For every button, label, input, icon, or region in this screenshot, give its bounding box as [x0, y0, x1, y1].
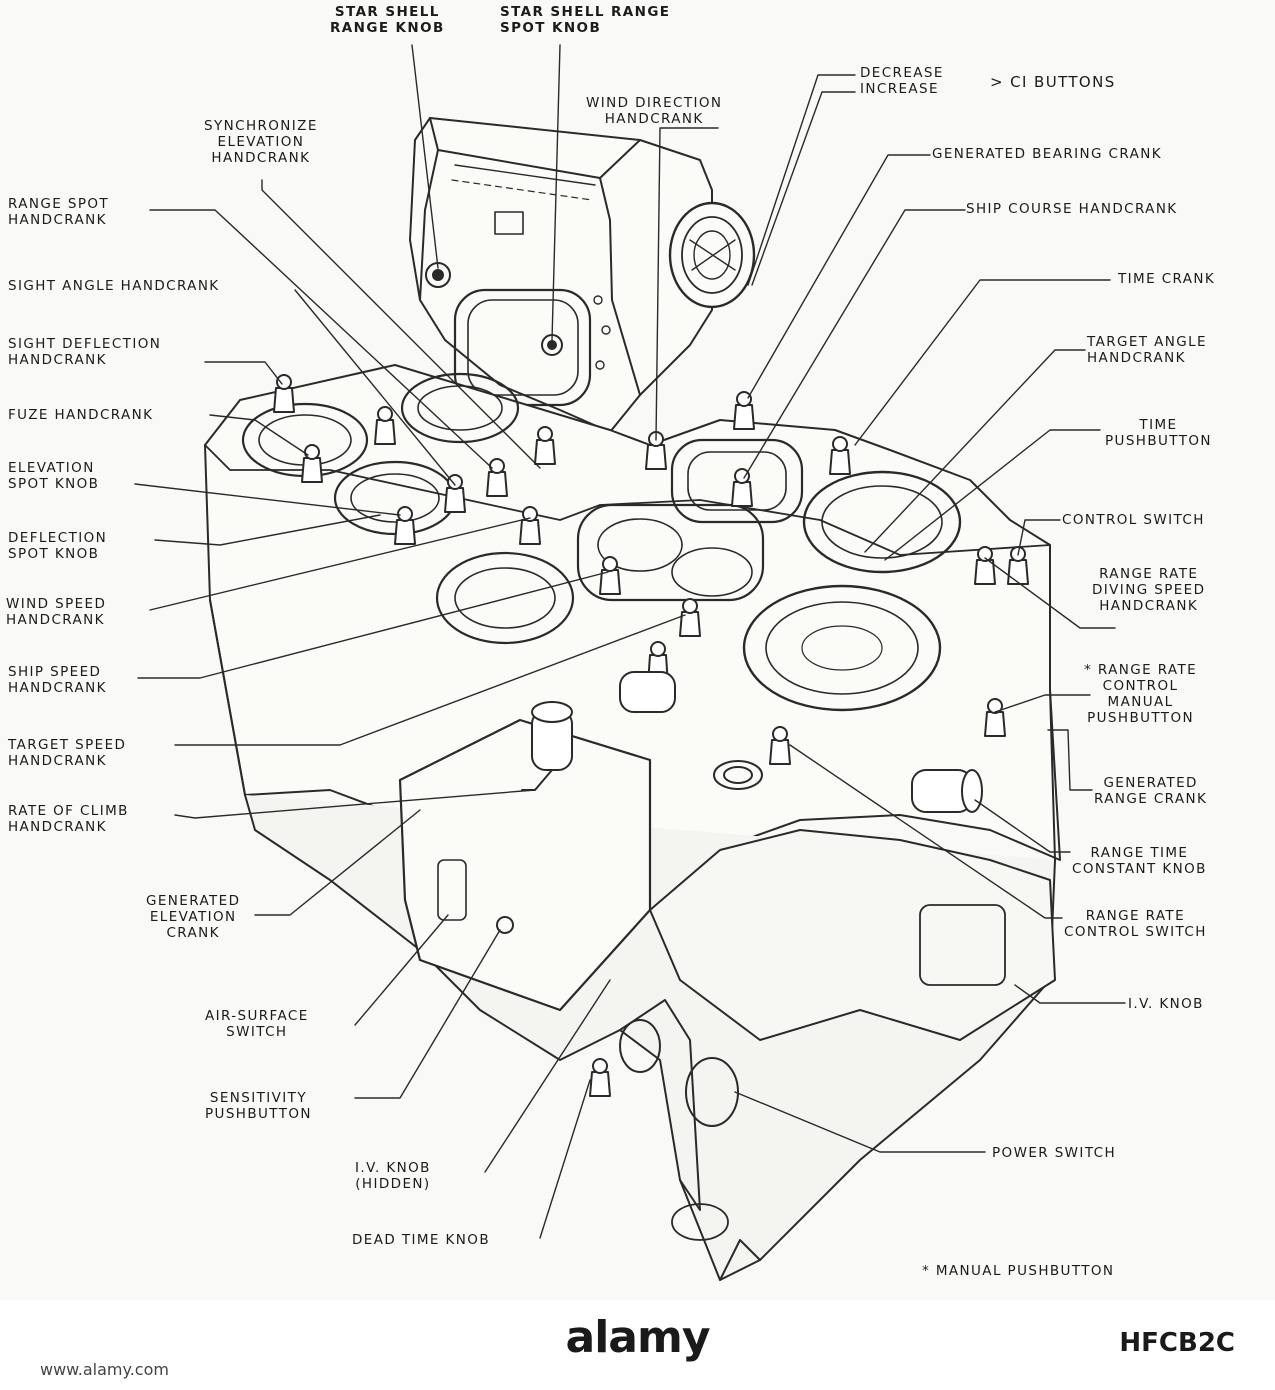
- leader-lines: [134, 44, 1126, 1239]
- label-iv-knob-hidden: I.V. KNOB (HIDDEN): [355, 1160, 431, 1192]
- label-synchronize-elevation-handcrank: SYNCHRONIZE ELEVATION HANDCRANK: [204, 118, 318, 166]
- label-ship-course-handcrank: SHIP COURSE HANDCRANK: [966, 201, 1178, 217]
- label-range-rate-diving-speed-handcrank: RANGE RATE DIVING SPEED HANDCRANK: [1092, 566, 1206, 614]
- label-sight-angle-handcrank: SIGHT ANGLE HANDCRANK: [8, 278, 220, 294]
- label-target-speed-handcrank: TARGET SPEED HANDCRANK: [8, 737, 127, 769]
- label-time-pushbutton: TIME PUSHBUTTON: [1105, 417, 1212, 449]
- label-elevation-spot-knob: ELEVATION SPOT KNOB: [8, 460, 100, 492]
- label-wind-speed-handcrank: WIND SPEED HANDCRANK: [6, 596, 107, 628]
- label-range-time-constant-knob: RANGE TIME CONSTANT KNOB: [1072, 845, 1207, 877]
- label-sight-deflection-handcrank: SIGHT DEFLECTION HANDCRANK: [8, 336, 162, 368]
- label-generated-bearing-crank: GENERATED BEARING CRANK: [932, 146, 1162, 162]
- knobs: [273, 374, 1029, 1097]
- label-time-crank: TIME CRANK: [1118, 271, 1216, 287]
- label-wind-direction-handcrank: WIND DIRECTION HANDCRANK: [586, 95, 723, 127]
- label-range-rate-control-manual-pushbutton: * RANGE RATE CONTROL MANUAL PUSHBUTTON: [1084, 662, 1198, 726]
- label-star-shell-range-spot-knob: STAR SHELL RANGE SPOT KNOB: [500, 4, 671, 36]
- label-iv-knob: I.V. KNOB: [1128, 996, 1204, 1012]
- watermark-footer: alamy HFCB2C www.alamy.com: [0, 1300, 1275, 1390]
- label-ship-speed-handcrank: SHIP SPEED HANDCRANK: [8, 664, 107, 696]
- label-manual-pushbutton-note: * MANUAL PUSHBUTTON: [922, 1263, 1115, 1279]
- label-star-shell-range-knob: STAR SHELL RANGE KNOB: [330, 4, 445, 36]
- label-target-angle-handcrank: TARGET ANGLE HANDCRANK: [1087, 334, 1207, 366]
- source-url: www.alamy.com: [40, 1360, 169, 1379]
- top-housing: [409, 117, 756, 433]
- label-deflection-spot-knob: DEFLECTION SPOT KNOB: [8, 530, 108, 562]
- label-sensitivity-pushbutton: SENSITIVITY PUSHBUTTON: [205, 1090, 312, 1122]
- label-rate-of-climb-handcrank: RATE OF CLIMB HANDCRANK: [8, 803, 129, 835]
- label-dead-time-knob: DEAD TIME KNOB: [352, 1232, 490, 1248]
- label-control-switch: CONTROL SWITCH: [1062, 512, 1205, 528]
- diagram-figure: STAR SHELL RANGE KNOB STAR SHELL RANGE S…: [6, 4, 1216, 1281]
- label-air-surface-switch: AIR-SURFACE SWITCH: [205, 1008, 309, 1040]
- stock-image-id: HFCB2C: [1119, 1328, 1235, 1358]
- label-range-rate-control-switch: RANGE RATE CONTROL SWITCH: [1064, 908, 1207, 940]
- label-decrease-increase: DECREASE INCREASE: [860, 65, 944, 97]
- label-ci-buttons: > CI BUTTONS: [990, 73, 1116, 91]
- label-generated-range-crank: GENERATED RANGE CRANK: [1094, 775, 1208, 807]
- label-range-spot-handcrank: RANGE SPOT HANDCRANK: [8, 196, 110, 228]
- label-fuze-handcrank: FUZE HANDCRANK: [8, 407, 154, 423]
- label-generated-elevation-crank: GENERATED ELEVATION CRANK: [146, 893, 241, 941]
- alamy-logo: alamy: [565, 1312, 711, 1363]
- label-power-switch: POWER SWITCH: [992, 1145, 1117, 1161]
- computer-line-drawing: [134, 44, 1126, 1281]
